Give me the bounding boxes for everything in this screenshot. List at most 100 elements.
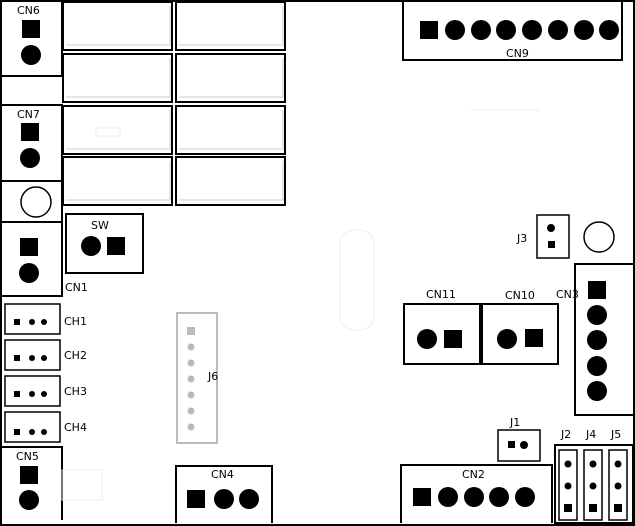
cn10-pin-2 [525, 329, 543, 347]
sw-label: SW [91, 219, 109, 232]
cn9-pin-7 [574, 20, 594, 40]
ch3-pin-3 [41, 391, 47, 397]
relay-6 [175, 105, 286, 155]
j4-pin-1 [589, 460, 597, 468]
relay-7 [62, 156, 173, 206]
cn4-frame [175, 465, 273, 523]
cn5-pin-2 [19, 490, 39, 510]
cn7-pin-1 [21, 123, 39, 141]
cn7-pin-2 [20, 148, 40, 168]
relay-3 [62, 53, 173, 103]
ch1-pin-1 [14, 319, 20, 325]
cn1-pin-2 [19, 263, 39, 283]
cn11-label: CN11 [426, 288, 456, 301]
j6-pin-5 [187, 391, 195, 399]
j2-pin-1 [564, 460, 572, 468]
faint-silkscreen [95, 109, 540, 331]
cn3-pin-3 [587, 330, 607, 350]
j3-frame [536, 214, 570, 259]
ch2-label: CH2 [64, 349, 87, 362]
j6-pin-7 [187, 423, 195, 431]
cn3-pin-4 [587, 356, 607, 376]
j5-pin-1 [614, 460, 622, 468]
ch1-pin-2 [29, 319, 35, 325]
cn4-pin-1 [187, 490, 205, 508]
cn11-pin-2 [444, 330, 462, 348]
j4-pin-2 [589, 482, 597, 490]
jumper-block-frame [554, 444, 634, 524]
cn2-pin-1 [413, 488, 431, 506]
cn4-pin-2 [214, 489, 234, 509]
cn2-pin-4 [489, 487, 509, 507]
j4-label: J4 [585, 428, 596, 441]
cn2-pin-3 [464, 487, 484, 507]
ch2-frame [4, 339, 61, 371]
cn10-label: CN10 [505, 289, 535, 302]
cn9-frame [402, 2, 623, 61]
cn3-label: CN3 [556, 288, 579, 301]
ch4-pin-1 [14, 429, 20, 435]
cn3-pin-2 [587, 305, 607, 325]
j2-frame [558, 449, 578, 521]
cn9-pin-2 [445, 20, 465, 40]
cn1-pin-1 [20, 238, 38, 256]
ch4-pin-2 [29, 429, 35, 435]
cn4-pin-3 [239, 489, 259, 509]
j4-pin-3 [589, 504, 597, 512]
j2-label: J2 [560, 428, 571, 441]
relay-8 [175, 156, 286, 206]
ch3-pin-2 [29, 391, 35, 397]
j1-label: J1 [509, 416, 520, 429]
ch1-pin-3 [41, 319, 47, 325]
j4-frame [583, 449, 603, 521]
relay-4 [175, 53, 286, 103]
j5-pin-3 [614, 504, 622, 512]
j2-pin-2 [564, 482, 572, 490]
relay-1 [62, 1, 173, 51]
ch4-label: CH4 [64, 421, 87, 434]
j6-frame [176, 312, 218, 444]
ch2-pin-1 [14, 355, 20, 361]
j3-pin-2 [548, 241, 555, 248]
ch3-label: CH3 [64, 385, 87, 398]
j5-label: J5 [610, 428, 621, 441]
cn3-pin-5 [587, 381, 607, 401]
cn9-pin-4 [496, 20, 516, 40]
cn3-frame [574, 263, 633, 416]
sw-frame [65, 213, 144, 274]
ch3-pin-1 [14, 391, 20, 397]
cn11-pin-1 [417, 329, 437, 349]
ch4-frame [4, 411, 61, 443]
j6-pin-4 [187, 375, 195, 383]
j1-pin-2 [520, 441, 528, 449]
j6-pin-1 [187, 327, 195, 335]
cn7-label: CN7 [17, 108, 40, 121]
j2-pin-3 [564, 504, 572, 512]
cn2-frame [400, 464, 553, 523]
cn9-label: CN9 [506, 47, 529, 60]
cn5-faint-outline [61, 469, 103, 501]
sw-pin-1 [81, 236, 101, 256]
cn5-pin-1 [20, 466, 38, 484]
cn4-label: CN4 [211, 468, 234, 481]
cn9-pin-8 [599, 20, 619, 40]
mounting-hole-right [583, 221, 615, 253]
ch4-pin-3 [41, 429, 47, 435]
j1-frame [497, 429, 541, 462]
j6-label: J6 [207, 370, 218, 383]
ch3-frame [4, 375, 61, 407]
ch1-frame [4, 303, 61, 335]
cn9-pin-1 [420, 21, 438, 39]
relay-shading [66, 6, 284, 201]
sw-pin-2 [107, 237, 125, 255]
j1-pin-1 [508, 441, 515, 448]
cn2-pin-5 [515, 487, 535, 507]
j6-pin-3 [187, 359, 195, 367]
cn6-pin-2 [21, 45, 41, 65]
cn9-pin-3 [471, 20, 491, 40]
relay-5 [62, 105, 173, 155]
ch1-label: CH1 [64, 315, 87, 328]
